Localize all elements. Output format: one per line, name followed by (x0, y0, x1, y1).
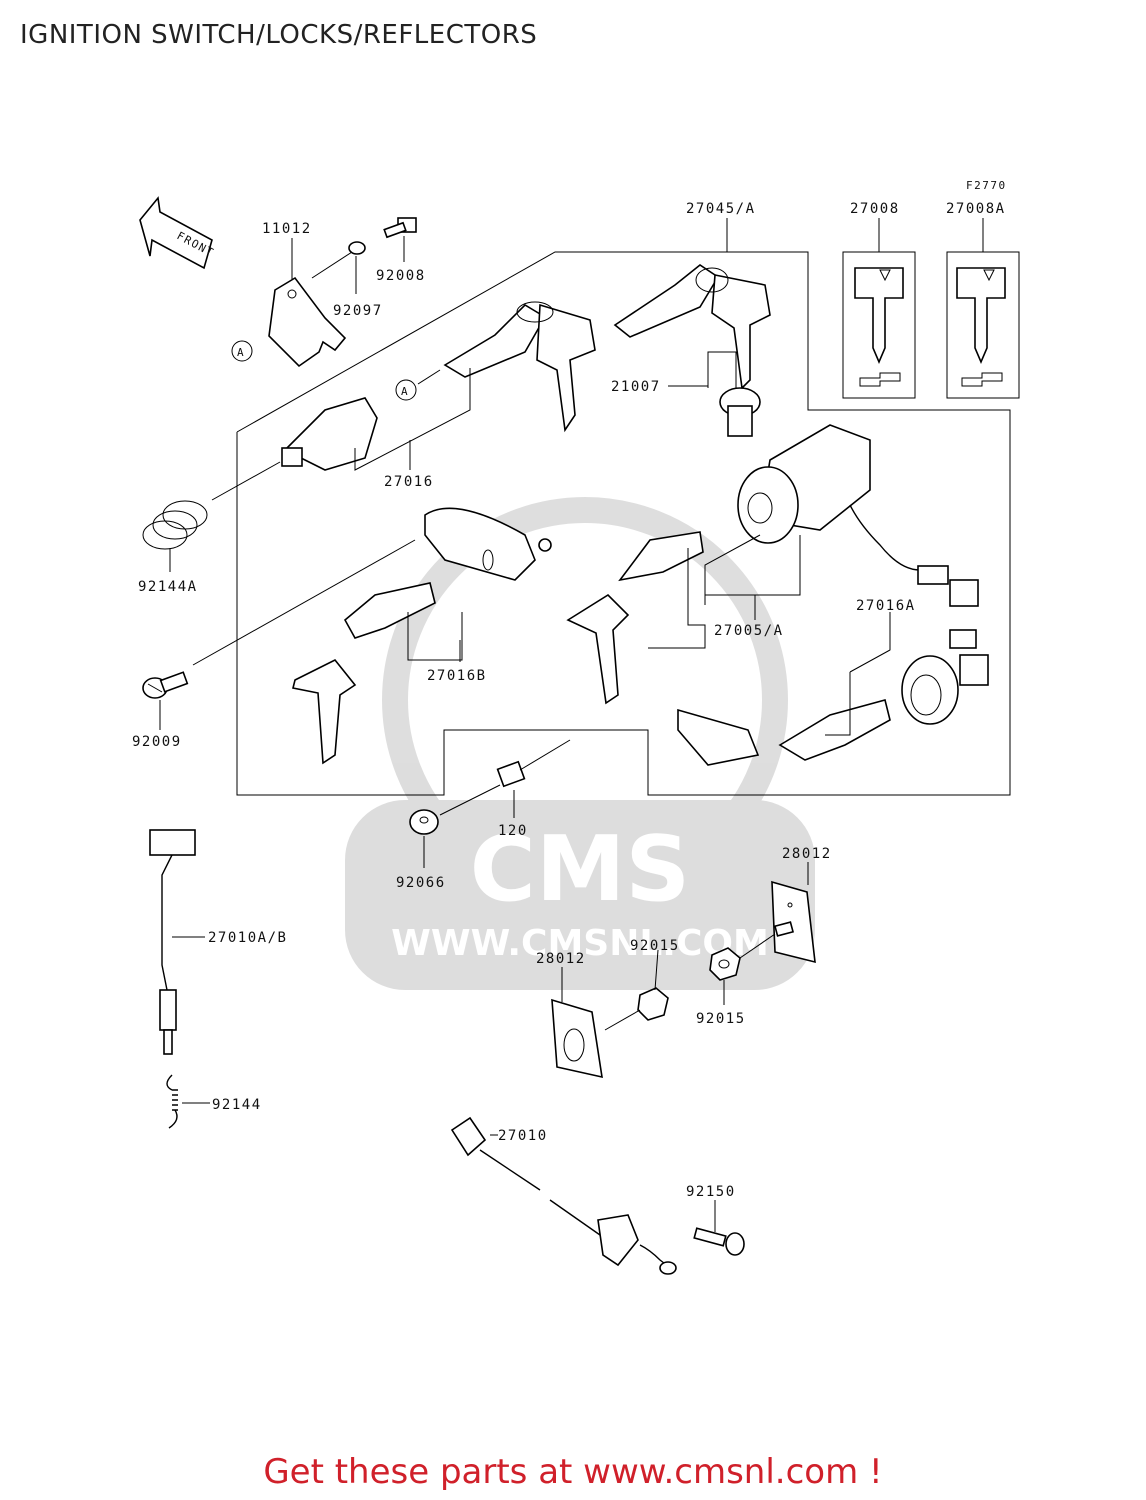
label-92144: 92144 (212, 1097, 262, 1113)
page-title: IGNITION SWITCH/LOCKS/REFLECTORS (20, 20, 538, 50)
front-arrow-icon: FRONT (139, 196, 217, 270)
watermark-text: WWW.CMSNL.COM (391, 923, 769, 964)
label-28012-lower: 28012 (536, 951, 586, 967)
label-27010AB: 27010A/B (208, 930, 287, 946)
label-27016A: 27016A (856, 598, 916, 614)
ignition-switch-27005 (737, 424, 979, 607)
label-27010: 27010 (498, 1128, 548, 1144)
switch-27010 (450, 1116, 677, 1275)
label-21007: 21007 (611, 379, 661, 395)
watermark: WWW.CMSNL.COM CMS (345, 497, 815, 990)
label-27008A: 27008A (946, 201, 1006, 217)
label-92150: 92150 (686, 1184, 736, 1200)
bolt-92008 (383, 217, 417, 239)
label-92009: 92009 (132, 734, 182, 750)
nut-92015-lower (604, 987, 669, 1031)
footer-promo-text[interactable]: Get these parts at www.cmsnl.com ! (263, 1452, 883, 1492)
label-92008: 92008 (376, 268, 426, 284)
label-120: 120 (498, 823, 528, 839)
keys-27005 (566, 531, 704, 705)
switch-27010AB (149, 829, 196, 1055)
ref-mark-a2: A (401, 385, 409, 398)
ref-mark-a1: A (237, 346, 245, 359)
figure-code: F2770 (966, 179, 1007, 192)
keys-27016A (677, 699, 891, 766)
bracket-11012: A (231, 276, 347, 368)
washer-92097 (348, 241, 366, 255)
label-27008: 27008 (850, 201, 900, 217)
keys-27045 (613, 264, 771, 390)
reflector-28012-upper (771, 880, 816, 964)
parts-diagram: WWW.CMSNL.COM CMS FRONT F2770 A (132, 179, 1020, 1275)
cap-21007 (719, 387, 761, 437)
label-11012: 11012 (262, 221, 312, 237)
lock-cylinder-27016: A (211, 369, 441, 501)
collar-92066 (409, 784, 501, 835)
label-27016: 27016 (384, 474, 434, 490)
leader-lines (159, 218, 984, 1232)
label-27016B: 27016B (427, 668, 487, 684)
keys-27016 (443, 301, 596, 433)
label-28012-upper: 28012 (782, 846, 832, 862)
key-27008 (854, 267, 904, 387)
key-27008A (956, 267, 1006, 387)
screw-92009 (142, 671, 189, 699)
assembly-boundary (236, 251, 1011, 796)
label-27005: 27005/A (714, 623, 784, 639)
label-92015-lower: 92015 (696, 1011, 746, 1027)
label-27045: 27045/A (686, 201, 756, 217)
screw-92150 (693, 1227, 745, 1256)
lock-27016A (901, 629, 989, 725)
screw-120 (496, 739, 571, 788)
label-92144A: 92144A (138, 579, 198, 595)
reflector-28012-lower (551, 998, 603, 1079)
label-92015-upper: 92015 (630, 938, 680, 954)
lock-27016B (424, 507, 552, 581)
spring-92144 (166, 1074, 178, 1129)
svg-text:CMS: CMS (470, 817, 690, 922)
spring-92144A (142, 500, 208, 550)
label-92066: 92066 (396, 875, 446, 891)
label-92097: 92097 (333, 303, 383, 319)
keys-27016B (292, 582, 436, 765)
nut-92015-upper (709, 933, 776, 981)
